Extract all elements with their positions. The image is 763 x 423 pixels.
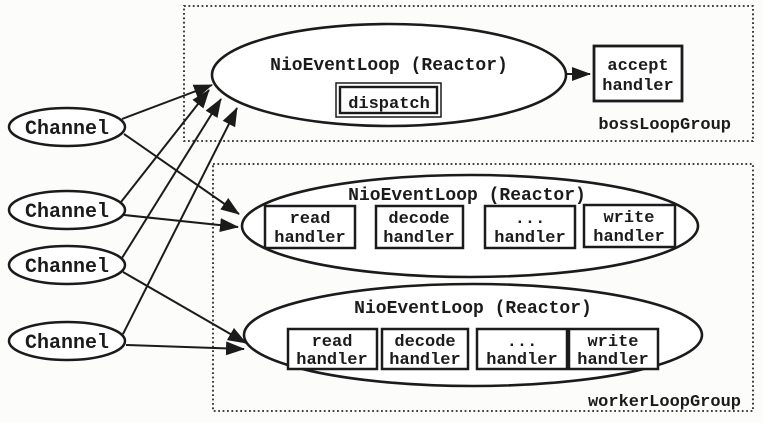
worker-loop-group: workerLoopGroup	[212, 163, 754, 412]
handler-label-line1: write	[587, 333, 638, 352]
handler-box	[380, 327, 470, 371]
handler-box-read: read handler	[286, 327, 379, 371]
worker-group-label: workerLoopGroup	[588, 393, 741, 412]
handler-box	[286, 327, 379, 371]
accept-handler-label-line1: accept	[607, 57, 668, 76]
handler-label-line1: read	[312, 333, 353, 352]
channel-ellipse	[7, 189, 127, 231]
arrow-channel2-to-boss	[120, 89, 210, 203]
handler-label-line1: decode	[388, 210, 449, 229]
arrow-channel3-to-boss	[121, 98, 222, 259]
handler-label-line1: write	[603, 209, 654, 228]
channel-node-3: Channel	[7, 244, 127, 286]
channel-ellipse	[7, 106, 127, 148]
worker-reactor-1-node: NioEventLoop (Reactor) read handler deco…	[240, 173, 700, 279]
handler-box-read: read handler	[263, 204, 357, 250]
arrow-channel2-to-worker1	[123, 214, 239, 233]
handler-label-line2: handler	[383, 229, 454, 248]
handler-label-line1: decode	[394, 333, 455, 352]
handler-label-line1: ...	[515, 210, 546, 229]
channel-label: Channel	[25, 332, 109, 355]
handler-label-line2: handler	[389, 351, 460, 370]
boss-reactor-node: NioEventLoop (Reactor) dispatch	[210, 22, 568, 128]
handler-label-line2: handler	[274, 229, 345, 248]
arrow-channel4-to-worker2	[125, 341, 245, 356]
channel-node-2: Channel	[7, 189, 127, 231]
boss-loop-group: bossLoopGroup	[183, 5, 754, 142]
boss-group-label: bossLoopGroup	[598, 116, 731, 135]
accept-handler-box	[592, 44, 684, 103]
boss-reactor-title: NioEventLoop (Reactor)	[270, 56, 508, 76]
handler-box	[582, 203, 677, 249]
handler-box-decode: decode handler	[374, 204, 465, 250]
dispatch-label: dispatch	[348, 95, 430, 114]
handler-box-ellipsis: ... handler	[483, 204, 577, 250]
handler-label-line1: read	[290, 210, 331, 229]
arrow-channel1-to-worker1	[123, 133, 240, 215]
channel-node-1: Channel	[7, 106, 127, 148]
handler-label-line2: handler	[494, 229, 565, 248]
handler-box-write: write handler	[567, 327, 660, 371]
handler-box-decode: decode handler	[380, 327, 470, 371]
channel-label: Channel	[25, 256, 109, 279]
handler-label-line2: handler	[296, 351, 367, 370]
worker-reactor-1-ellipse	[240, 173, 700, 279]
worker-reactor-1-title: NioEventLoop (Reactor)	[348, 186, 586, 206]
handler-box-ellipsis: ... handler	[475, 327, 569, 371]
handler-box	[263, 204, 357, 250]
handler-label-line1: ...	[507, 333, 538, 352]
channel-label: Channel	[25, 201, 109, 224]
worker-group-border	[212, 163, 754, 412]
worker-reactor-2-node: NioEventLoop (Reactor) read handler deco…	[242, 282, 704, 388]
channel-label: Channel	[25, 118, 109, 141]
channel-ellipse	[7, 320, 127, 362]
handler-box-write: write handler	[582, 203, 677, 249]
accept-handler-node: accept handler	[592, 44, 684, 103]
arrow-channel3-to-worker2	[122, 271, 247, 344]
channel-node-4: Channel	[7, 320, 127, 362]
handler-label-line2: handler	[486, 351, 557, 370]
worker-reactor-2-title: NioEventLoop (Reactor)	[354, 299, 592, 319]
handler-box	[475, 327, 569, 371]
handler-box	[374, 204, 465, 250]
handler-label-line2: handler	[577, 351, 648, 370]
handler-box	[567, 327, 660, 371]
accept-handler-label-line2: handler	[602, 77, 673, 96]
dispatch-box	[338, 85, 439, 115]
handler-label-line2: handler	[593, 228, 664, 247]
arrows	[120, 67, 591, 356]
channel-ellipse	[7, 244, 127, 286]
handler-box	[483, 204, 577, 250]
